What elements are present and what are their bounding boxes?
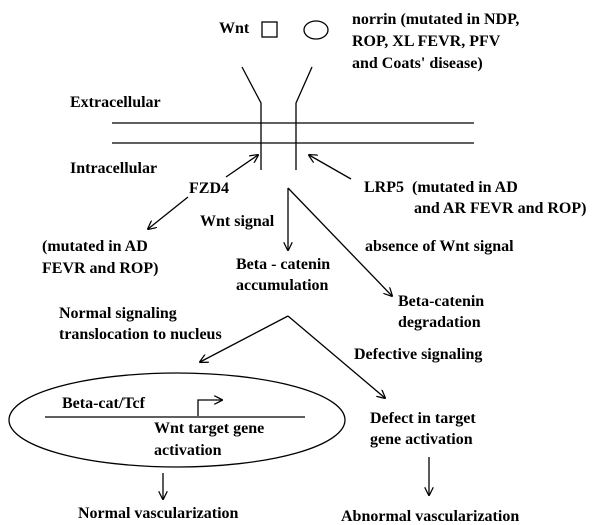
- defect-line-1: Defect in target: [370, 410, 476, 427]
- absence-signal-arrow: [287, 187, 392, 296]
- lrp5-label-line-1: LRP5 (mutated in AD: [364, 179, 518, 196]
- fzd4-mutation-line-2: FEVR and ROP): [42, 260, 158, 277]
- fzd4-mutation-line-1: (mutated in AD: [42, 238, 148, 255]
- fzd4-mutation-arrow: [148, 196, 189, 229]
- wnt-label: Wnt: [219, 20, 250, 37]
- fzd4-label-arrow: [225, 155, 258, 178]
- degradation-line-2: degradation: [398, 314, 481, 331]
- accumulation-line-1: Beta - catenin: [236, 256, 330, 273]
- normal-vasc-label: Normal vascularization: [78, 505, 239, 522]
- wnt-signal-label: Wnt signal: [200, 213, 275, 230]
- normal-signaling-line-1: Normal signaling: [59, 305, 177, 322]
- wnt-target-line-2: activation: [154, 442, 222, 459]
- defective-signaling-label: Defective signaling: [354, 346, 482, 363]
- fzd4-label: FZD4: [189, 180, 229, 197]
- norrin-label-line-1: norrin (mutated in NDP,: [352, 11, 519, 28]
- fzd4-receptor-line: [241, 66, 262, 170]
- lrp5-label-arrow: [309, 155, 352, 180]
- normal-signaling-line-2: translocation to nucleus: [59, 326, 222, 343]
- norrin-label-line-2: ROP, XL FEVR, PFV: [352, 33, 501, 50]
- nucleus-ellipse: [8, 372, 346, 468]
- wnt-target-line-1: Wnt target gene: [154, 420, 264, 437]
- degradation-line-1: Beta-catenin: [398, 293, 484, 310]
- lrp5-receptor-line: [295, 66, 313, 170]
- accumulation-line-2: accumulation: [236, 277, 329, 294]
- norrin-label-line-3: and Coats' disease): [352, 55, 483, 72]
- intracellular-label: Intracellular: [70, 160, 157, 177]
- normal-signaling-arrow: [200, 315, 289, 362]
- transcription-arrow: [197, 400, 222, 416]
- absence-signal-label: absence of Wnt signal: [365, 238, 514, 255]
- wnt-square-symbol: [261, 21, 278, 38]
- lrp5-label-line-2: and AR FEVR and ROP): [414, 200, 586, 217]
- norrin-circle-symbol: [303, 20, 329, 40]
- defective-signaling-arrow: [287, 315, 385, 398]
- defect-line-2: gene activation: [370, 431, 473, 448]
- extracellular-label: Extracellular: [70, 94, 161, 111]
- beta-cat-tcf-label: Beta-cat/Tcf: [62, 395, 146, 412]
- abnormal-vasc-label: Abnormal vascularization: [341, 508, 519, 525]
